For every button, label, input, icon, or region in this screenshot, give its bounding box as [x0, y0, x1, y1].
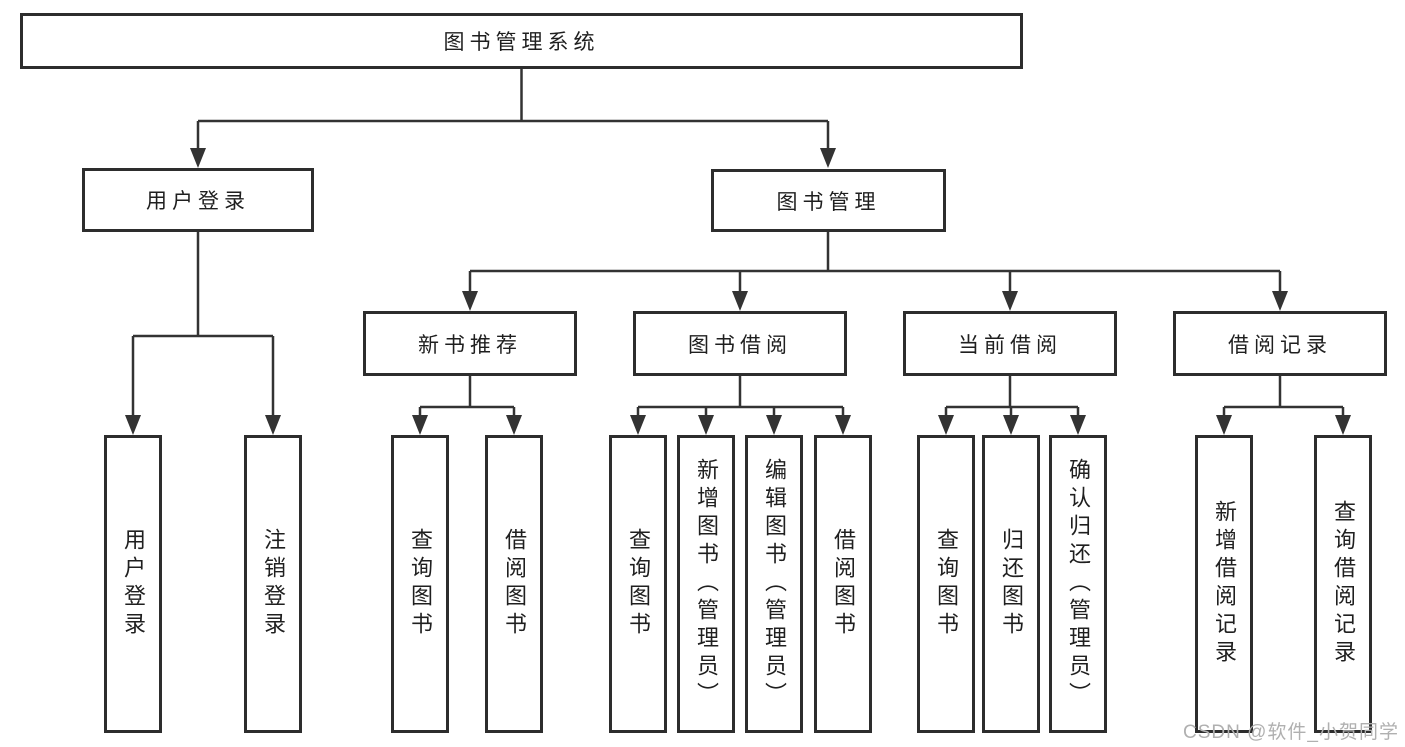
leaf-bb-edit-books-label: 编辑图书（管理员） [762, 458, 787, 710]
node-current-borrowing-label: 当前借阅 [958, 333, 1062, 357]
leaf-cb-confirm-return: 确认归还（管理员） [1049, 435, 1107, 733]
leaf-cb-return-books: 归还图书 [982, 435, 1040, 733]
leaf-nb-borrow-books-label: 借阅图书 [502, 528, 527, 640]
node-new-book-recommend-label: 新书推荐 [418, 333, 522, 357]
node-new-book-recommend: 新书推荐 [363, 311, 577, 376]
node-current-borrowing: 当前借阅 [903, 311, 1117, 376]
node-book-borrowing-label: 图书借阅 [688, 333, 792, 357]
node-borrowing-records: 借阅记录 [1173, 311, 1387, 376]
leaf-cb-query-books: 查询图书 [917, 435, 975, 733]
node-book-management-label: 图书管理 [776, 190, 881, 214]
node-book-management: 图书管理 [711, 169, 946, 232]
leaf-br-query-record-label: 查询借阅记录 [1331, 500, 1356, 668]
leaf-cb-query-books-label: 查询图书 [934, 528, 959, 640]
leaf-cb-return-books-label: 归还图书 [999, 528, 1024, 640]
leaf-bb-borrow-books-label: 借阅图书 [831, 528, 856, 640]
leaf-br-add-record-label: 新增借阅记录 [1212, 500, 1237, 668]
node-user-login: 用户登录 [82, 168, 314, 232]
leaf-user-login-label: 用户登录 [121, 528, 146, 640]
leaf-logout: 注销登录 [244, 435, 302, 733]
leaf-logout-label: 注销登录 [261, 528, 286, 640]
leaf-nb-borrow-books: 借阅图书 [485, 435, 543, 733]
leaf-br-add-record: 新增借阅记录 [1195, 435, 1253, 733]
leaf-nb-query-books-label: 查询图书 [408, 528, 433, 640]
node-user-login-label: 用户登录 [146, 190, 250, 213]
leaf-br-query-record: 查询借阅记录 [1314, 435, 1372, 733]
node-root-label: 图书管理系统 [443, 31, 600, 54]
csdn-watermark: CSDN @软件_小贺同学 [1183, 722, 1399, 743]
leaf-bb-query-books-label: 查询图书 [626, 528, 651, 640]
leaf-bb-add-books: 新增图书（管理员） [677, 435, 735, 733]
node-book-borrowing: 图书借阅 [633, 311, 847, 376]
leaf-bb-add-books-label: 新增图书（管理员） [694, 458, 719, 710]
node-borrowing-records-label: 借阅记录 [1228, 333, 1332, 357]
leaf-cb-confirm-return-label: 确认归还（管理员） [1066, 458, 1091, 710]
leaf-bb-query-books: 查询图书 [609, 435, 667, 733]
leaf-bb-borrow-books: 借阅图书 [814, 435, 872, 733]
leaf-bb-edit-books: 编辑图书（管理员） [745, 435, 803, 733]
arrowheads [125, 148, 1351, 435]
leaf-nb-query-books: 查询图书 [391, 435, 449, 733]
node-root: 图书管理系统 [20, 13, 1023, 69]
leaf-user-login: 用户登录 [104, 435, 162, 733]
